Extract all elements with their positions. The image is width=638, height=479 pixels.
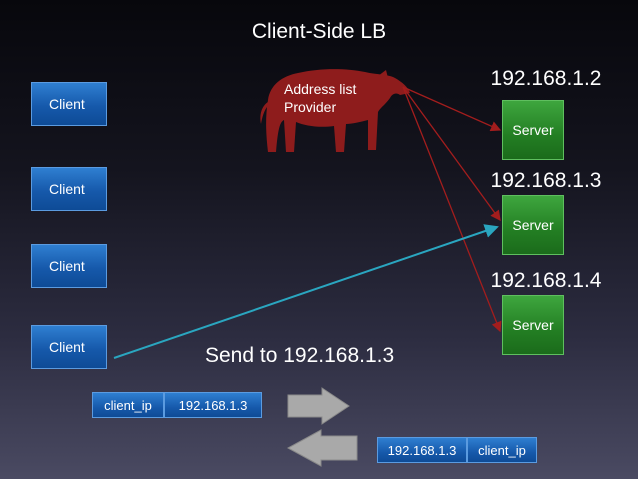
packet-dst-cell: 192.168.1.3: [164, 392, 262, 418]
response-flow-arrow: [286, 429, 358, 467]
packet-src-cell: 192.168.1.3: [377, 437, 467, 463]
server-ip-label: 192.168.1.4: [490, 269, 602, 292]
send-label: Send to 192.168.1.3: [205, 344, 395, 367]
provider-label-line1: Address list: [284, 81, 357, 97]
response-packet: 192.168.1.3 client_ip: [377, 437, 537, 463]
server-label: Server: [512, 317, 554, 333]
server-box: Server: [502, 195, 564, 255]
provider-label: Address list Provider: [284, 80, 356, 116]
client-box: Client: [31, 325, 107, 369]
client-box: Client: [31, 82, 107, 126]
server-ip-label: 192.168.1.2: [490, 67, 602, 90]
server-label: Server: [512, 217, 554, 233]
provider-label-line2: Provider: [284, 99, 337, 115]
server-box: Server: [502, 295, 564, 355]
client-label: Client: [49, 96, 85, 112]
server-ip-label: 192.168.1.3: [490, 169, 602, 192]
request-flow-arrow: [287, 387, 350, 425]
provider-arrow: [402, 86, 502, 132]
client-label: Client: [49, 258, 85, 274]
client-label: Client: [49, 181, 85, 197]
client-request-arrow: [113, 224, 499, 359]
client-box: Client: [31, 167, 107, 211]
packet-src-cell: client_ip: [92, 392, 164, 418]
packet-dst-cell: client_ip: [467, 437, 537, 463]
client-label: Client: [49, 339, 85, 355]
tapir-icon: [260, 69, 410, 152]
server-label: Server: [512, 122, 554, 138]
client-box: Client: [31, 244, 107, 288]
provider-arrow: [402, 86, 501, 222]
slide-title: Client-Side LB: [251, 20, 387, 43]
request-packet: client_ip 192.168.1.3: [92, 392, 262, 418]
server-box: Server: [502, 100, 564, 160]
provider-arrow: [402, 86, 502, 333]
